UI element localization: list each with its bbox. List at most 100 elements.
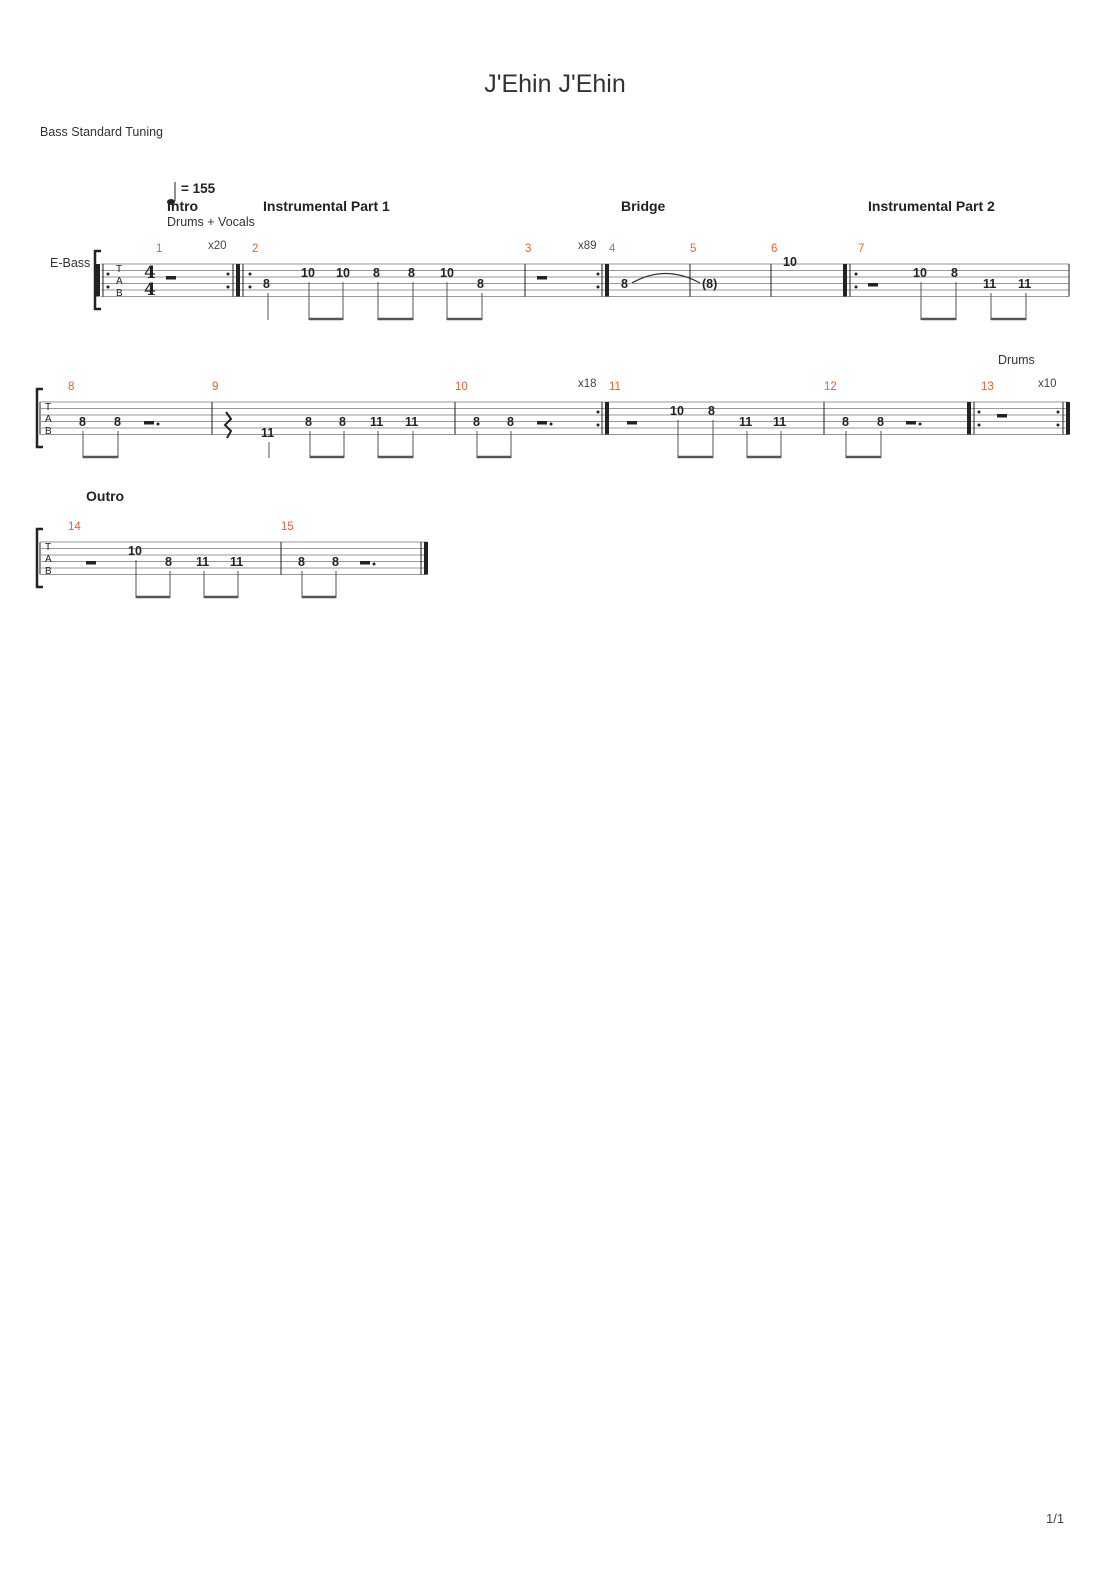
- measure-number-8: 8: [68, 381, 74, 393]
- fret-note: 11: [196, 555, 209, 569]
- measure-number-9: 9: [212, 381, 218, 393]
- fret-note: 10: [128, 544, 142, 558]
- repeat-dot: [106, 272, 110, 276]
- measure-number-2: 2: [252, 243, 258, 255]
- fret-note: 10: [670, 404, 684, 418]
- section-outro: Outro: [86, 488, 124, 504]
- repeat-dot: [1056, 423, 1060, 427]
- measure-number-14: 14: [68, 521, 81, 533]
- repeat-dot: [106, 285, 110, 289]
- note-stems: [135, 560, 239, 599]
- tab-letter-a: A: [45, 554, 52, 565]
- half-rest: [627, 421, 637, 425]
- fret-note: 8: [263, 277, 270, 291]
- fret-note: 8: [708, 404, 715, 418]
- note-stems: [920, 282, 1027, 321]
- note-stems: [476, 431, 512, 459]
- tab-letter-t: T: [116, 264, 122, 275]
- rest-dot: [372, 562, 376, 566]
- fret-note: 11: [773, 415, 786, 429]
- repeat-dot: [977, 423, 981, 427]
- time-signature-bottom: 4: [144, 280, 156, 300]
- system-brace: [35, 387, 43, 449]
- tab-letter-b: B: [45, 426, 52, 437]
- tempo-note-head: [167, 199, 175, 205]
- dotted-half-rest: [360, 561, 370, 565]
- fret-note: 11: [405, 415, 418, 429]
- tuning-label: Bass Standard Tuning: [40, 125, 163, 139]
- measure-number-3: 3: [525, 243, 531, 255]
- section-instrumental-part-1: Instrumental Part 1: [263, 198, 390, 214]
- fret-note: 8: [332, 555, 339, 569]
- repeat-dot: [977, 410, 981, 414]
- fret-note: 8: [339, 415, 346, 429]
- note-stems: [268, 431, 414, 459]
- rest-dot: [549, 422, 553, 426]
- measure-number-10: 10: [455, 381, 468, 393]
- fret-note: (8): [702, 277, 717, 291]
- repeat-dot: [226, 285, 230, 289]
- fret-note: 10: [783, 255, 797, 269]
- measure-number-1: 1: [156, 243, 162, 255]
- fret-note: 10: [301, 266, 315, 280]
- dotted-half-rest: [537, 421, 547, 425]
- repeat-dot: [596, 423, 600, 427]
- repeat-dot: [596, 272, 600, 276]
- fret-note: 11: [230, 555, 243, 569]
- intro-note: Drums + Vocals: [167, 215, 255, 229]
- tab-staff: [101, 263, 1069, 297]
- repeat-dot: [1056, 410, 1060, 414]
- fret-note: 8: [305, 415, 312, 429]
- note-stems: [677, 420, 782, 459]
- measure-number-6: 6: [771, 243, 777, 255]
- half-rest: [166, 276, 176, 280]
- tab-letter-b: B: [45, 566, 52, 577]
- measure-number-7: 7: [858, 243, 864, 255]
- fret-note: 8: [408, 266, 415, 280]
- note-stems: [267, 282, 483, 321]
- tie-slur: [631, 273, 701, 284]
- repeat-dot: [248, 272, 252, 276]
- repeat-dot: [854, 285, 858, 289]
- measure-number-4: 4: [609, 243, 616, 255]
- fret-note: 8: [165, 555, 172, 569]
- repeat-dot: [854, 272, 858, 276]
- tab-letter-t: T: [45, 402, 51, 413]
- dotted-half-rest: [906, 421, 916, 425]
- section-instrumental-part-2: Instrumental Part 2: [868, 198, 995, 214]
- system-brace: [93, 249, 101, 311]
- instrument-label: E-Bass: [50, 256, 90, 270]
- half-rest: [537, 276, 547, 280]
- repeat-dot: [596, 285, 600, 289]
- rest-dot: [918, 422, 922, 426]
- section-bridge: Bridge: [621, 198, 666, 214]
- half-rest: [868, 283, 878, 287]
- system-brace: [35, 527, 43, 589]
- measure-number-12: 12: [824, 381, 837, 393]
- fret-note: 11: [1018, 277, 1031, 291]
- repeat-count-m13: x10: [1038, 378, 1057, 390]
- fret-note: 10: [913, 266, 927, 280]
- tab-letter-a: A: [45, 414, 52, 425]
- fret-note: 8: [473, 415, 480, 429]
- section-intro: Intro: [167, 198, 198, 214]
- tab-letter-t: T: [45, 542, 51, 553]
- tab-letter-b: B: [116, 288, 123, 299]
- page-number: 1/1: [1046, 1511, 1065, 1526]
- fret-note: 8: [79, 415, 86, 429]
- fret-note: 8: [842, 415, 849, 429]
- system-2: Drums T A B 8 8 8 9 11 8 8 11: [35, 353, 1070, 459]
- fret-note: 8: [507, 415, 514, 429]
- fret-note: 8: [951, 266, 958, 280]
- repeat-dot: [596, 410, 600, 414]
- fret-note: 10: [440, 266, 454, 280]
- repeat-dot: [226, 272, 230, 276]
- repeat-count-m1: x20: [208, 240, 227, 252]
- system-1: = 155 Intro Drums + Vocals Instrumental …: [50, 181, 1070, 321]
- note-stems: [845, 431, 882, 459]
- tempo-marking: = 155: [181, 181, 216, 196]
- rest-dot: [156, 422, 160, 426]
- quarter-rest: [223, 411, 233, 439]
- repeat-dot: [248, 285, 252, 289]
